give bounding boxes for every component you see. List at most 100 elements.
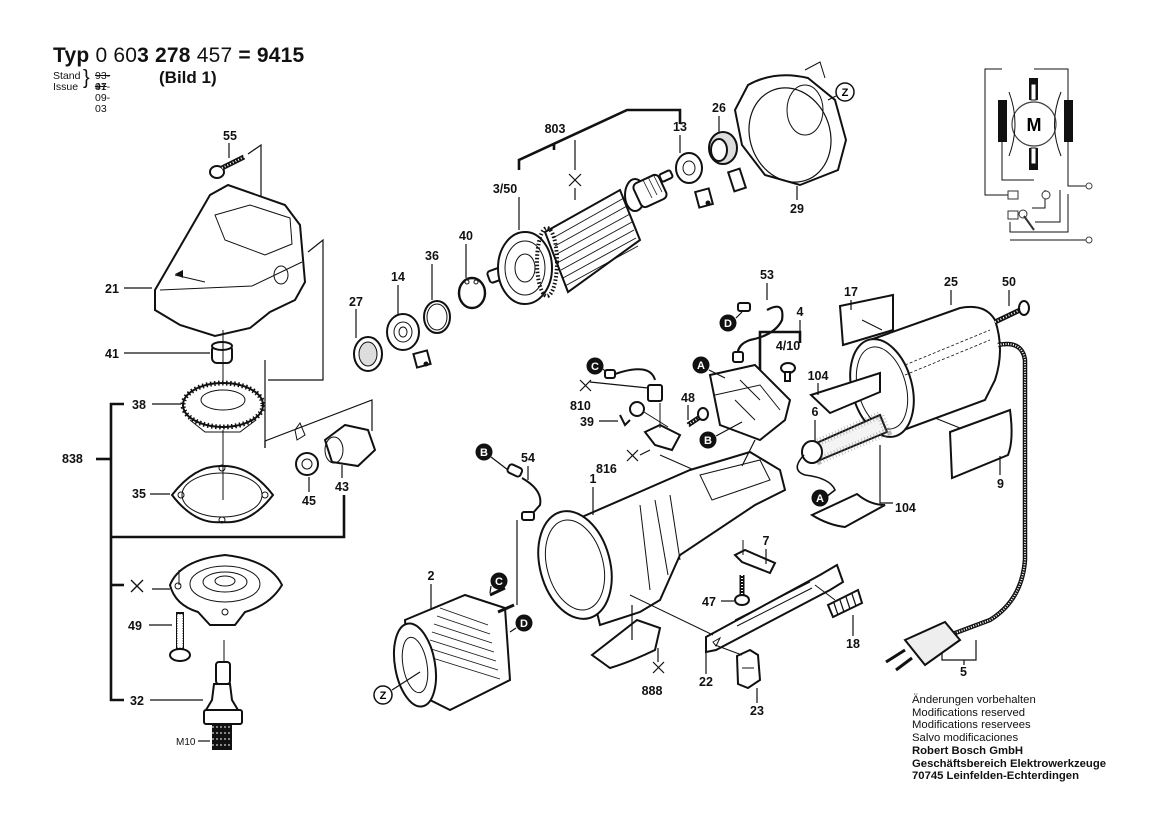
header: Typ 0 603 278 457 = 9415 Stand Issue } 9… (53, 44, 304, 115)
label-13: 13 (673, 120, 687, 134)
label-22: 22 (699, 675, 713, 689)
label-3-50: 3/50 (493, 182, 517, 196)
part-47-screw (734, 575, 750, 606)
connector-d-top: D (719, 314, 737, 332)
part-810-capacitor-wire (604, 368, 663, 402)
old-version: 93-41 (95, 70, 111, 93)
label-m10: M10 (176, 737, 196, 748)
part-48-screw (686, 407, 709, 428)
part-50-screw (993, 300, 1030, 325)
type-number: Typ 0 603 278 457 = 9415 (53, 44, 304, 68)
part-45-nut (294, 421, 319, 476)
footer-line-de: Änderungen vorbehalten (912, 694, 1036, 706)
part-bearing-flange (168, 553, 284, 626)
label-36: 36 (425, 249, 439, 263)
connector-a-lower-label: A (816, 493, 824, 505)
footer-address: 70745 Leinfelden-Echterdingen (912, 770, 1079, 783)
label-53: 53 (760, 268, 774, 282)
label-39: 39 (580, 415, 594, 429)
bracket-838 (109, 402, 124, 702)
label-104-upper: 104 (808, 369, 829, 383)
part-14-ball-bearing (386, 313, 432, 369)
connector-c-top: C (586, 357, 604, 375)
connector-a-label: A (697, 360, 705, 372)
issue-label: Issue (53, 81, 79, 93)
brace-icon: } (83, 67, 90, 89)
not-available-x-icon (568, 173, 582, 187)
label-27: 27 (349, 295, 363, 309)
connector-d-lower: D (515, 614, 533, 632)
connector-c-lower-label: C (495, 576, 503, 588)
footer-line-es: Salvo modificaciones (912, 732, 1019, 745)
connector-z-lower-label: Z (380, 690, 387, 702)
part-29-fan-cover (733, 61, 848, 187)
label-4: 4 (797, 305, 804, 319)
label-45: 45 (302, 494, 316, 508)
part-816-plate (643, 403, 682, 452)
label-21: 21 (105, 282, 119, 296)
connector-a-top: A (692, 356, 710, 374)
footer-line-fr: Modifications reservees (912, 719, 1031, 732)
label-26: 26 (712, 101, 726, 115)
label-25: 25 (944, 275, 958, 289)
part-39-spring (619, 401, 645, 427)
connector-c-lower: C (490, 572, 508, 590)
typ-code: = 9415 (232, 44, 305, 67)
wiring-schematic: M (984, 68, 1093, 244)
connector-z-lower: Z (373, 685, 393, 705)
label-810: 810 (570, 399, 591, 413)
label-1: 1 (590, 472, 597, 486)
label-49: 49 (128, 619, 142, 633)
stand-label: Stand (53, 70, 81, 82)
label-38: 38 (132, 398, 146, 412)
connector-d-label: D (724, 318, 732, 330)
field-coil-right (1064, 100, 1073, 142)
label-55: 55 (223, 129, 237, 143)
part-410-screw (780, 362, 796, 382)
label-104-lower: 104 (895, 501, 916, 515)
label-48: 48 (681, 391, 695, 405)
not-available-x-icon (652, 661, 665, 674)
label-29: 29 (790, 202, 804, 216)
footer-company: Robert Bosch GmbH (912, 744, 1024, 757)
connector-b-label: B (704, 435, 712, 447)
connector-b-lower-label: B (480, 447, 488, 459)
part-104-label-upper (809, 371, 881, 415)
figure-label: (Bild 1) (159, 68, 217, 87)
label-2: 2 (428, 569, 435, 583)
motor-symbol (1011, 101, 1057, 147)
part-18-spring (826, 588, 864, 619)
label-7: 7 (763, 534, 770, 548)
issue-block: Stand Issue } 93-41 97-09-03 (53, 68, 110, 115)
label-43: 43 (335, 480, 349, 494)
part-21-gear-housing (154, 183, 307, 338)
part-2-stator (392, 586, 515, 712)
label-17: 17 (844, 285, 858, 299)
label-4-10: 4/10 (776, 339, 800, 353)
label-838: 838 (62, 452, 83, 466)
typ-bold: 3 278 (137, 44, 191, 67)
part-41-bushing (211, 341, 233, 364)
bracket-803 (517, 108, 682, 170)
label-888: 888 (642, 684, 663, 698)
part-6-suppressor (796, 409, 893, 498)
part-25-motor-housing (849, 305, 1001, 438)
part-23-switch-button (735, 648, 762, 690)
typ-prefix: 0 60 (95, 44, 138, 67)
label-41: 41 (105, 347, 119, 361)
part-49-screw (169, 612, 191, 662)
motor-label: M (1027, 115, 1042, 135)
connector-z-top: Z (835, 82, 855, 102)
part-4-brush-holder (708, 363, 792, 442)
typ-label: Typ (53, 44, 90, 67)
part-38-bevel-gear (180, 380, 266, 433)
connector-b-mid: B (699, 431, 717, 449)
part-36-ring (423, 300, 451, 334)
label-35: 35 (132, 487, 146, 501)
footer-notice: Änderungen vorbehalten Modifications res… (912, 694, 1106, 783)
part-40-circlip (457, 276, 487, 310)
connector-b-lower: B (475, 443, 493, 461)
part-9-label (934, 408, 1013, 480)
not-available-x-icon (130, 579, 144, 593)
